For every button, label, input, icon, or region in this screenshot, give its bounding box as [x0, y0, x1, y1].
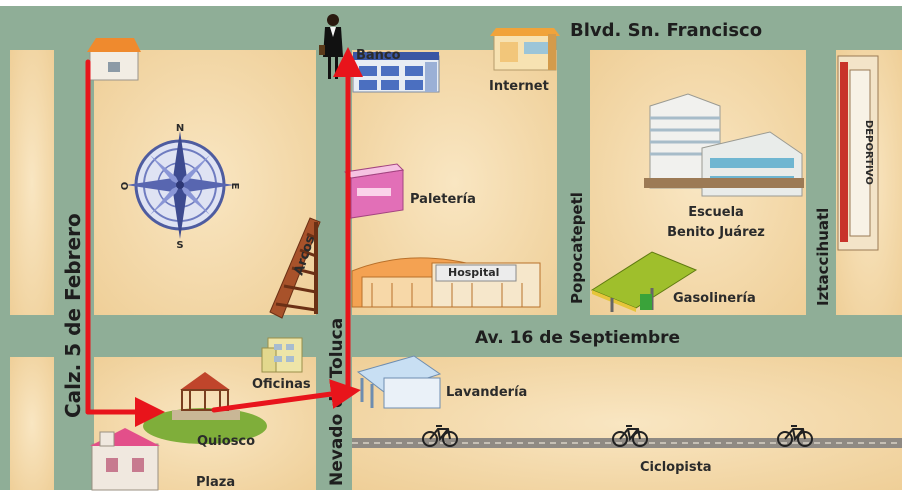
escuela-label: Escuela — [688, 205, 744, 220]
paleteria-icon — [343, 163, 405, 219]
street-calz-5-febrero: Calz. 5 de Febrero — [61, 213, 85, 418]
street-nevado-toluca: Nevado de Toluca — [327, 318, 347, 486]
house-icon — [87, 38, 141, 81]
block-lavanderia — [352, 357, 902, 490]
compass-rose-icon: N S E O — [120, 123, 240, 251]
street-iztaccihuatl: Iztaccihuatl — [814, 208, 832, 306]
plaza-icon — [90, 428, 160, 491]
deportivo-label: DEPORTIVO — [863, 120, 874, 185]
bicycle-icon — [612, 425, 648, 447]
block-bottom-left — [10, 357, 54, 490]
bicycle-icon — [422, 425, 458, 447]
street-popocatepetl: Popocatepetl — [568, 192, 586, 304]
banco-icon — [352, 52, 440, 93]
ciclopista-label: Ciclopista — [640, 460, 712, 475]
block-far-left — [10, 50, 54, 315]
ciclopista — [352, 425, 902, 448]
arcos-icon — [269, 217, 321, 319]
route-segment-to-nevado — [211, 379, 361, 413]
quiosco-icon — [143, 372, 267, 444]
banco-label: Banco — [356, 48, 401, 63]
compass-south: S — [176, 240, 183, 251]
oficinas-label: Oficinas — [252, 377, 311, 392]
escuela-icon — [644, 93, 804, 197]
hospital-label: Hospital — [448, 266, 499, 279]
lavanderia-icon — [356, 355, 442, 409]
quiosco-label: Quiosco — [197, 434, 255, 449]
compass-east: E — [229, 183, 240, 190]
lavanderia-label: Lavandería — [446, 385, 527, 400]
internet-icon — [490, 28, 560, 71]
oficinas-icon — [261, 337, 303, 373]
gasolineria-label: Gasolinería — [673, 291, 756, 306]
gasolineria-icon — [590, 251, 698, 312]
street-av-16-septiembre: Av. 16 de Septiembre — [475, 328, 680, 348]
compass-west: O — [120, 182, 131, 191]
escuela-label-2: Benito Juárez — [667, 225, 765, 240]
bicycle-icon — [777, 425, 813, 447]
paleteria-label: Paletería — [410, 192, 476, 207]
deportivo-icon — [837, 55, 879, 251]
route-path — [85, 47, 363, 427]
internet-label: Internet — [489, 79, 549, 94]
street-blvd-sn-francisco: Blvd. Sn. Francisco — [570, 20, 762, 41]
plaza-label: Plaza — [196, 475, 235, 490]
hospital-icon — [351, 257, 541, 308]
compass-north: N — [176, 123, 184, 134]
